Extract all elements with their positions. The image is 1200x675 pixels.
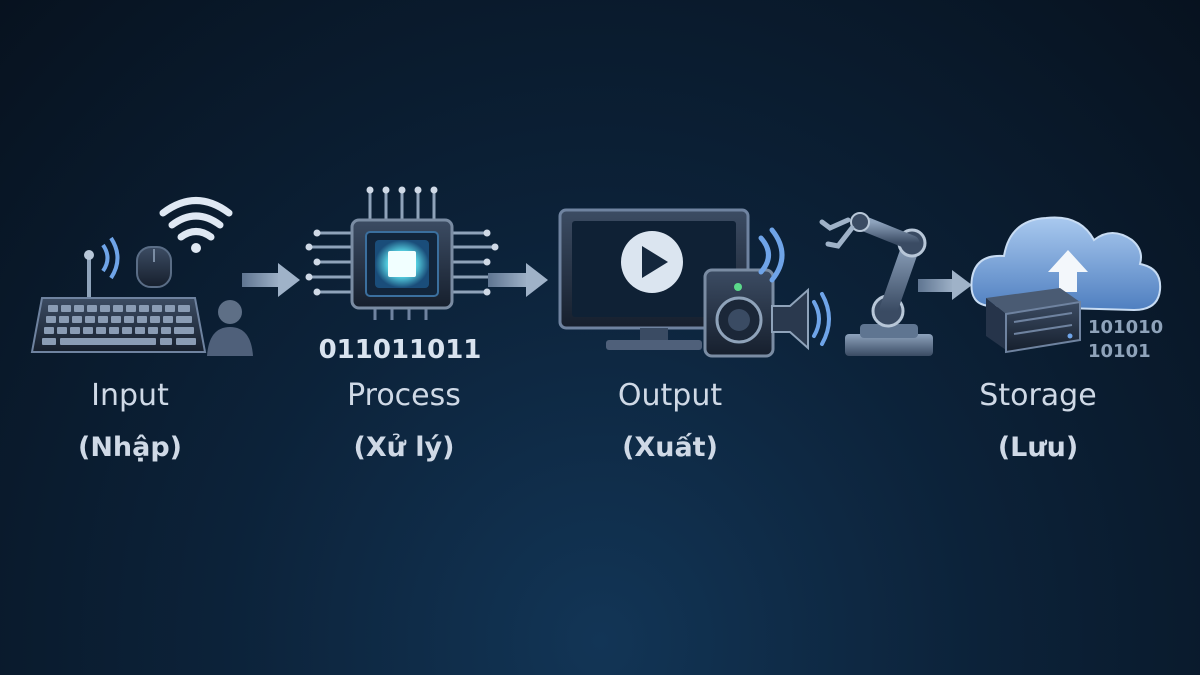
speaker-icon xyxy=(703,227,785,358)
arrow-right-icon xyxy=(488,263,548,297)
stage-subtitle-output: (Xuất) xyxy=(622,432,718,463)
robot-arm-icon xyxy=(819,212,933,356)
stage-subtitle-input: (Nhập) xyxy=(77,432,183,463)
cpu-chip-icon xyxy=(305,186,499,320)
arrow-right-icon xyxy=(918,270,972,300)
play-icon xyxy=(621,231,683,293)
storage-binary-line-1: 101010 xyxy=(1088,317,1163,338)
antenna-icon xyxy=(84,236,120,300)
storage-binary-line-2: 10101 xyxy=(1088,341,1151,362)
stage-subtitle-storage: (Lưu) xyxy=(997,432,1079,463)
mouse-icon xyxy=(136,246,172,288)
keyboard-icon xyxy=(30,297,207,353)
arrow-right-icon xyxy=(242,263,300,297)
upload-arrow-icon xyxy=(1048,250,1088,292)
stage-title-process: Process xyxy=(347,378,461,413)
stage-title-storage: Storage xyxy=(979,378,1097,413)
loudspeaker-icon xyxy=(771,287,831,351)
user-icon xyxy=(207,300,253,356)
wifi-icon xyxy=(159,197,233,253)
server-drive-icon xyxy=(986,288,1081,354)
stage-subtitle-process: (Xử lý) xyxy=(353,432,455,463)
process-binary: 011011011 xyxy=(319,335,482,365)
stage-title-output: Output xyxy=(617,378,723,413)
stage-title-input: Input xyxy=(91,378,169,413)
